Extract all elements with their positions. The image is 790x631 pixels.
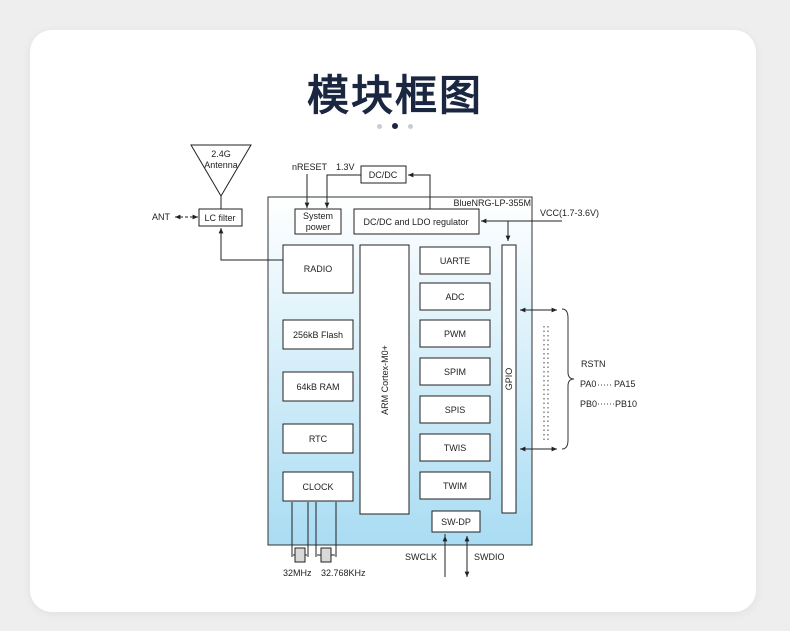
- twis-block: [419, 433, 491, 462]
- xtal-32mhz-label: 32MHz: [283, 568, 312, 578]
- xtal-32khz-label: 32.768KHz: [321, 568, 366, 578]
- crystal-32khz-icon: [320, 547, 332, 563]
- swdp-label: SW-DP: [441, 517, 471, 527]
- swdio-label: SWDIO: [474, 552, 505, 562]
- uarte-label: UARTE: [440, 256, 470, 266]
- peripheral-blocks: UARTE ADC PWM SPIM SPIS TWIS TWIM: [419, 246, 491, 500]
- pager-dot[interactable]: [408, 124, 413, 129]
- lc-filter-label: LC filter: [204, 213, 235, 223]
- spis-label: SPIS: [445, 405, 466, 415]
- v13-label: 1.3V: [336, 162, 355, 172]
- pa-start-label: PA0: [580, 379, 596, 389]
- system-power-block: [294, 208, 342, 235]
- swdp-block: [431, 510, 481, 533]
- adc-block: [419, 282, 491, 311]
- flash-label: 256kB Flash: [293, 330, 343, 340]
- antenna-icon: [190, 144, 252, 197]
- rtc-label: RTC: [309, 434, 328, 444]
- twim-block: [419, 471, 491, 500]
- system-power-label-1: System: [303, 211, 333, 221]
- clock-block: [282, 471, 354, 502]
- ant-label: ANT: [152, 212, 171, 222]
- pwm-block: [419, 319, 491, 348]
- regulator-label: DC/DC and LDO regulator: [363, 217, 468, 227]
- twim-label: TWIM: [443, 481, 467, 491]
- uarte-block: [419, 246, 491, 275]
- dcdc-label: DC/DC: [369, 170, 398, 180]
- pb-start-label: PB0: [580, 399, 597, 409]
- swclk-label: SWCLK: [405, 552, 437, 562]
- radio-label: RADIO: [304, 264, 333, 274]
- gpio-bracket: [561, 308, 575, 450]
- page-title: 模块框图: [306, 71, 483, 120]
- ram-label: 64kB RAM: [296, 382, 339, 392]
- twis-label: TWIS: [444, 443, 467, 453]
- chip-name-label: BlueNRG-LP-355M: [453, 198, 531, 208]
- pager-dot-active[interactable]: [392, 123, 398, 129]
- spim-block: [419, 357, 491, 386]
- flash-block: [282, 319, 354, 350]
- gpio-block: [501, 244, 517, 514]
- pa-end-label: PA15: [614, 379, 635, 389]
- cpu-label: ARM Cortex-M0+: [380, 345, 390, 415]
- spim-label: SPIM: [444, 367, 466, 377]
- antenna-label-1: 2.4G: [211, 149, 231, 159]
- rtc-block: [282, 423, 354, 454]
- radio-block: [282, 244, 354, 294]
- pb-end-label: PB10: [615, 399, 637, 409]
- lc-filter-block: [198, 208, 243, 227]
- system-power-label-2: power: [306, 222, 331, 232]
- crystal-32mhz-icon: [294, 547, 306, 563]
- clock-label: CLOCK: [302, 482, 333, 492]
- spis-block: [419, 395, 491, 424]
- rstn-label: RSTN: [581, 359, 606, 369]
- gpio-label: GPIO: [504, 368, 514, 391]
- antenna-label-2: Antenna: [204, 160, 238, 170]
- vcc-label: VCC(1.7-3.6V): [540, 208, 599, 218]
- regulator-block: [353, 208, 480, 235]
- cpu-block: [359, 244, 410, 515]
- adc-label: ADC: [445, 292, 465, 302]
- carousel-pager[interactable]: [0, 123, 790, 129]
- pager-dot[interactable]: [377, 124, 382, 129]
- nreset-label: nRESET: [292, 162, 328, 172]
- ram-block: [282, 371, 354, 402]
- pwm-label: PWM: [444, 329, 466, 339]
